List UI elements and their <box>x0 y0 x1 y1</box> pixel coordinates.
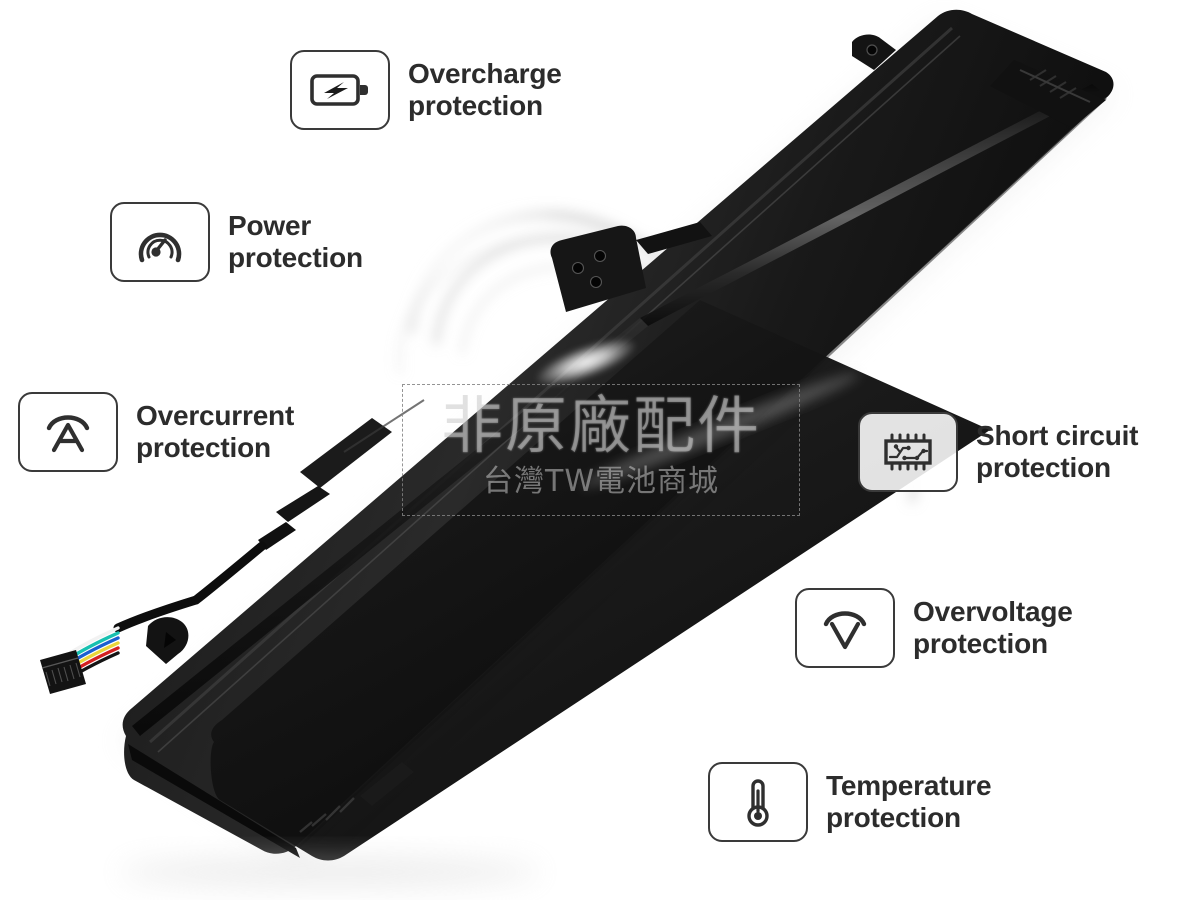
overcurrent-icon-box <box>18 392 118 472</box>
feature-short-circuit: Short circuit protection <box>858 412 1139 492</box>
integrated-circuit-chip-icon <box>884 433 932 471</box>
overcharge-label: Overcharge protection <box>408 57 562 121</box>
battery-body <box>118 9 1118 862</box>
specular-highlight <box>534 338 638 386</box>
cable-anchor-eyelet <box>146 617 189 664</box>
overcharge-icon-box <box>290 50 390 130</box>
power-label: Power protection <box>228 209 363 273</box>
overvoltage-label: Overvoltage protection <box>913 595 1073 659</box>
ampere-arc-icon <box>46 415 90 453</box>
feature-overvoltage: Overvoltage protection <box>795 588 1073 668</box>
feature-temperature: Temperature protection <box>708 762 992 842</box>
overcurrent-label: Overcurrent protection <box>136 399 295 463</box>
side-notch-block <box>258 399 425 550</box>
feature-overcurrent: Overcurrent protection <box>18 392 294 472</box>
volt-arc-icon <box>823 611 867 650</box>
temperature-icon-box <box>708 762 808 842</box>
mounting-bracket-center <box>550 222 712 312</box>
battery-charging-icon <box>310 74 368 106</box>
temperature-label: Temperature protection <box>826 769 992 833</box>
gauge-speedometer-icon <box>138 232 182 263</box>
short-circuit-label: Short circuit protection <box>976 419 1139 483</box>
connector-plug <box>40 650 86 694</box>
battery-right-endcap <box>990 60 1106 128</box>
feature-power: Power protection <box>110 202 363 282</box>
thermometer-icon <box>747 779 769 827</box>
short-circuit-icon-box <box>858 412 958 492</box>
feature-overcharge: Overcharge protection <box>290 50 562 130</box>
mounting-tab-top <box>852 34 896 70</box>
battery-connector-harness <box>40 541 267 694</box>
overvoltage-icon-box <box>795 588 895 668</box>
power-icon-box <box>110 202 210 282</box>
vent-ribs-bottom <box>299 797 355 833</box>
